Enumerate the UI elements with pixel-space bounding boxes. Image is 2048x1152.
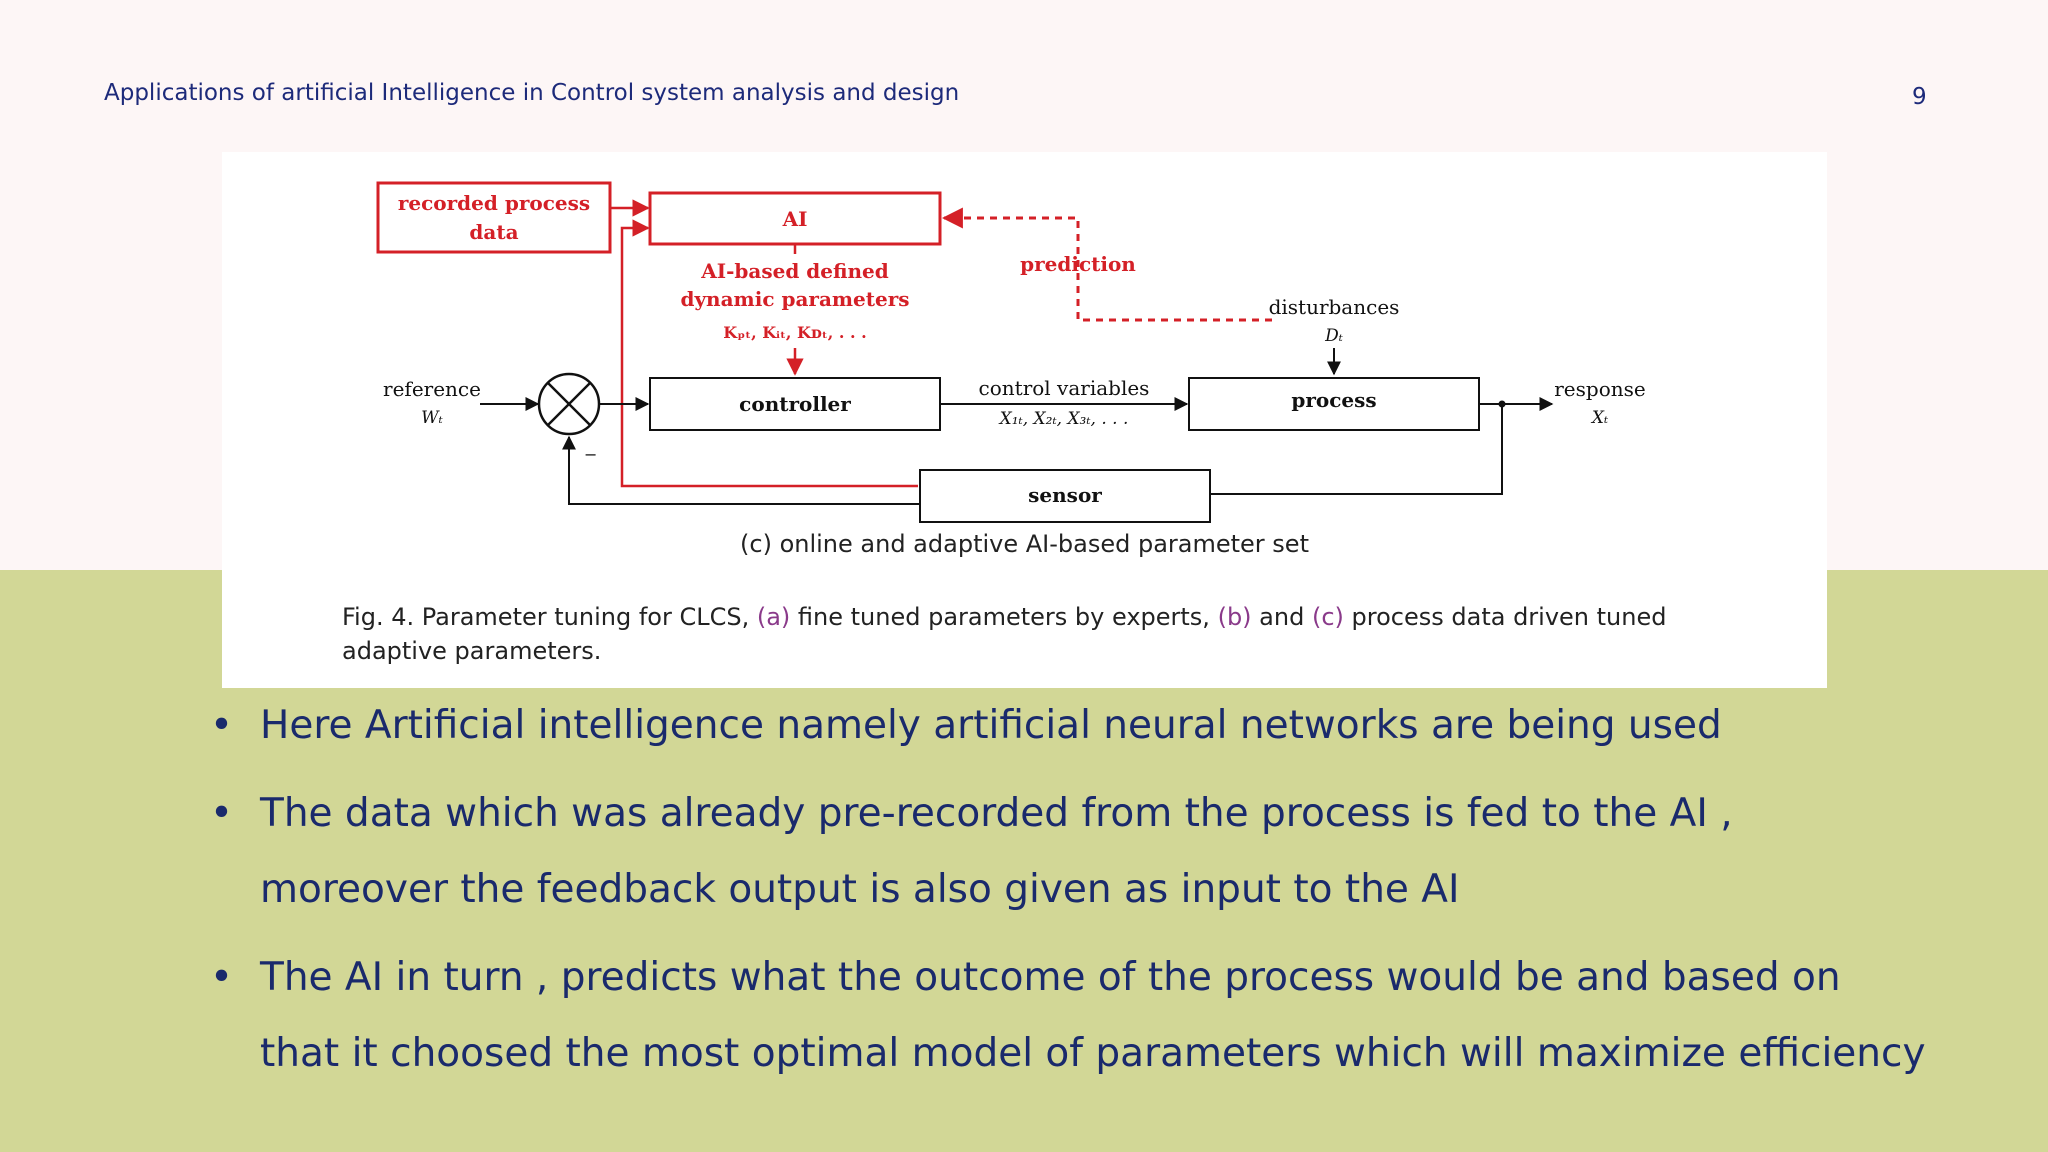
reference-symbol: Wₜ bbox=[421, 408, 443, 428]
response-symbol: Xₜ bbox=[1590, 408, 1609, 428]
reference-label: reference bbox=[383, 377, 481, 401]
caption-ref-a: (a) bbox=[756, 603, 791, 631]
caption-mid2: and bbox=[1251, 603, 1312, 631]
slide-title: Applications of artificial Intelligence … bbox=[104, 80, 960, 106]
recorded-data-box bbox=[376, 181, 612, 254]
figure-caption: Fig. 4. Parameter tuning for CLCS, (a) f… bbox=[342, 600, 1722, 668]
bullet-list: Here Artificial intelligence namely arti… bbox=[210, 688, 1930, 1104]
sensor-label: sensor bbox=[1028, 483, 1102, 507]
disturbances-label: disturbances bbox=[1269, 295, 1400, 319]
control-variables-label: control variables bbox=[979, 376, 1150, 400]
ai-based-label-line1: AI-based defined bbox=[700, 259, 889, 283]
bullet-item-1: Here Artificial intelligence namely arti… bbox=[210, 688, 1930, 764]
ai-label: AI bbox=[782, 207, 808, 231]
prediction-dashed-line bbox=[941, 207, 1272, 322]
caption-ref-c: (c) bbox=[1311, 603, 1344, 631]
caption-suffix: process data driven tuned adaptive param… bbox=[342, 603, 1667, 665]
control-loop-diagram: recorded process data AI prediction AI-b… bbox=[376, 181, 1646, 523]
diagram-subcaption: (c) online and adaptive AI-based paramet… bbox=[740, 530, 1309, 558]
page-number: 9 bbox=[1912, 84, 1927, 110]
recorded-process-label: recorded process bbox=[398, 191, 590, 215]
gain-parameters-label: Kₚₜ, Kᵢₜ, Kᴅₜ, . . . bbox=[723, 323, 866, 342]
bullet-item-3: The AI in turn , predicts what the outco… bbox=[210, 940, 1930, 1092]
minus-sign: − bbox=[584, 445, 597, 464]
sensor-to-junction-feedback bbox=[562, 435, 920, 505]
bullet-item-2: The data which was already pre-recorded … bbox=[210, 776, 1930, 928]
response-label: response bbox=[1554, 377, 1645, 401]
output-to-sensor-line bbox=[1210, 404, 1503, 495]
figure-panel: recorded process data AI prediction AI-b… bbox=[222, 152, 1827, 688]
prediction-label: prediction bbox=[1020, 252, 1136, 276]
sensor-box bbox=[919, 469, 1211, 523]
sensor-to-ai-feedback bbox=[620, 219, 918, 488]
caption-ref-b: (b) bbox=[1217, 603, 1252, 631]
disturbance-symbol: Dₜ bbox=[1324, 326, 1344, 346]
process-label: process bbox=[1291, 388, 1376, 412]
caption-mid1: fine tuned parameters by experts, bbox=[790, 603, 1218, 631]
ai-based-label-line2: dynamic parameters bbox=[680, 287, 909, 311]
controller-label: controller bbox=[739, 392, 851, 416]
recorded-data-label: data bbox=[469, 220, 518, 244]
caption-prefix: Fig. 4. Parameter tuning for CLCS, bbox=[342, 603, 757, 631]
summing-junction bbox=[537, 372, 601, 436]
control-variables-symbols: X₁ₜ, X₂ₜ, X₃ₜ, . . . bbox=[998, 409, 1129, 429]
